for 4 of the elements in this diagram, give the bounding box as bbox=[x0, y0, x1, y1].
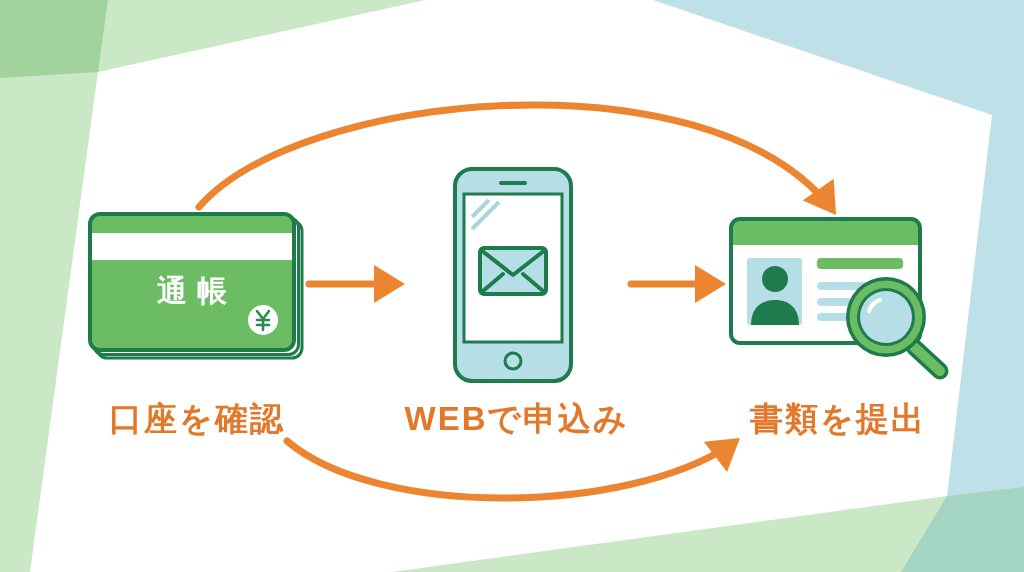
step-caption: WEBで申込み bbox=[404, 402, 630, 435]
step-caption: 書類を提出 bbox=[750, 402, 926, 435]
passbook-label: 通帳 bbox=[157, 276, 237, 306]
step-caption: 口座を確認 bbox=[109, 402, 285, 435]
